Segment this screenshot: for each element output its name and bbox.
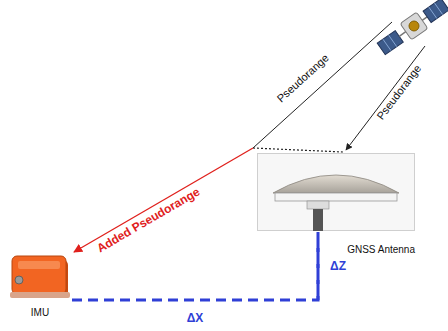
pseudorange-line [346,46,425,150]
dimension-label: ΔZ [330,259,346,273]
signal-label: Pseudorange [275,52,332,105]
signal-label: Added Pseudorange [94,185,202,256]
imu-image: IMU [10,252,70,302]
dimension-label: ΔX [187,311,204,325]
added-pseudorange-line [74,148,253,252]
antenna-picture [257,153,415,231]
node-label: GNSS Antenna [347,244,415,255]
pseudorange-line [253,22,392,148]
antenna-image: GNSS Antenna [257,153,415,231]
node-label: IMU [31,307,49,318]
satellite-icon [375,0,448,57]
perpendicular-line [253,148,343,152]
signal-label: Pseudorange [374,62,423,121]
imu-picture [10,252,70,302]
